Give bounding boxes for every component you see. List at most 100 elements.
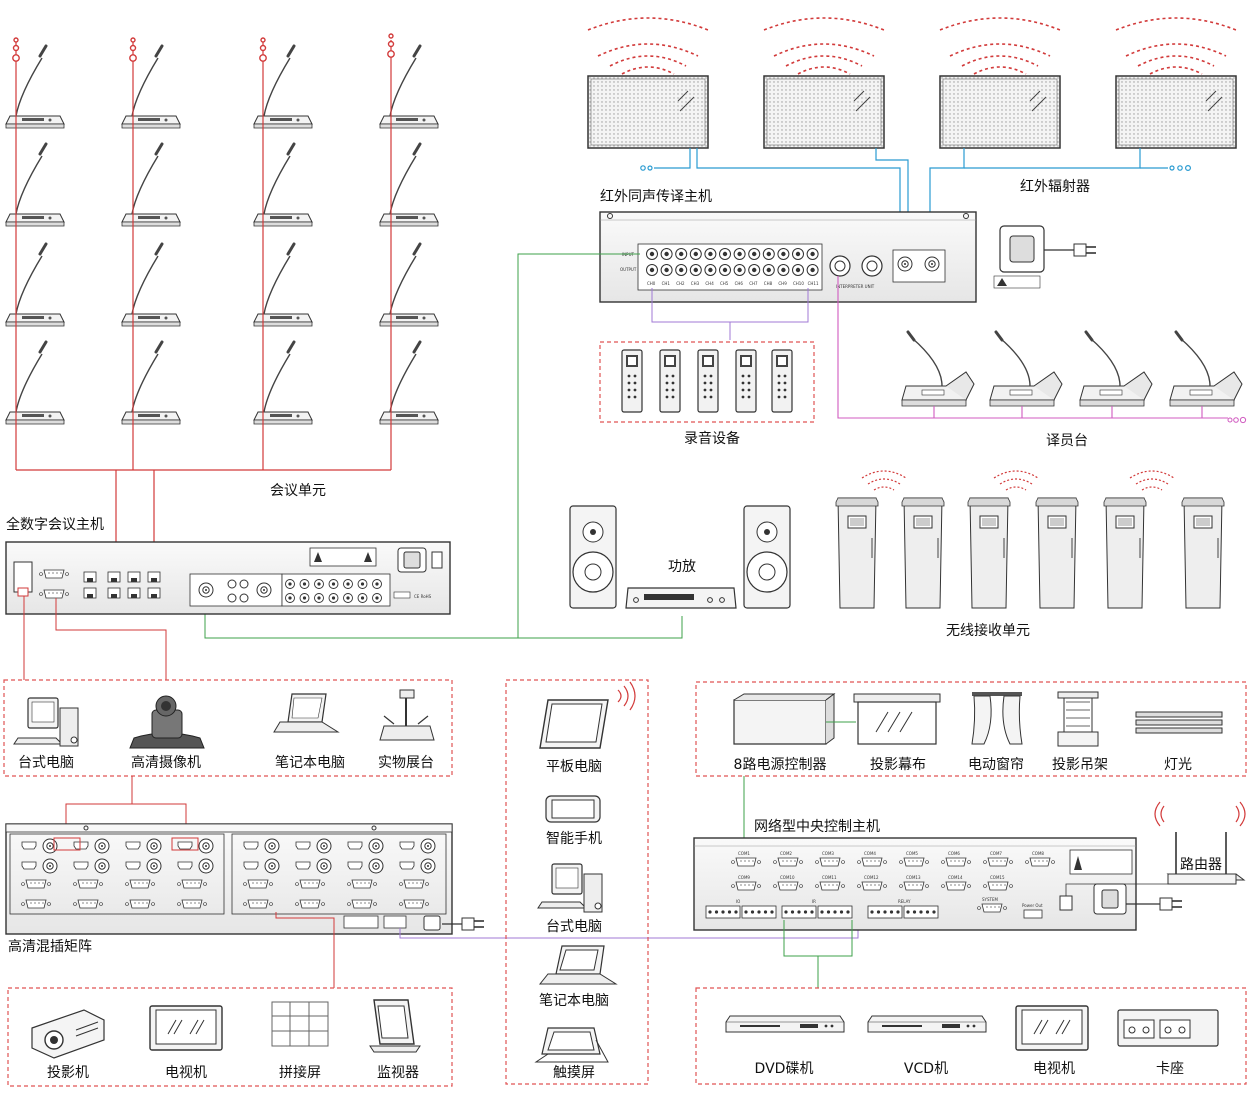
central-port-label: COM2 [780,851,792,856]
laptop-icon-2 [538,945,618,985]
ir-channel-label: CH10 [793,281,804,286]
tv-icon [149,1005,223,1051]
label-desktop-pc-2: 台式电脑 [546,919,602,935]
ir-channel-label: CH7 [749,281,758,286]
conference-unit [378,242,440,328]
central-port-label: COM12 [864,875,879,880]
central-port-label: COM15 [990,875,1005,880]
central-port-label: COM3 [822,851,834,856]
wireless-receivers [835,470,1225,609]
label-desktop-pc: 台式电脑 [18,755,74,771]
label-hd-camera: 高清摄像机 [131,755,201,771]
conference-unit [4,242,66,328]
central-port-label: COM5 [906,851,918,856]
label-ir-radiator: 红外辐射器 [1020,179,1090,195]
ir-channel-label: CH4 [705,281,714,286]
label-digital-host: 全数字会议主机 [6,517,104,533]
laptop-icon [273,693,340,733]
terminal-label: RELAY [898,899,911,904]
label-smartphone: 智能手机 [546,831,602,847]
label-hd-matrix: 高清混插矩阵 [8,939,92,955]
conference-unit [378,44,440,130]
central-port-label: COM9 [738,875,750,880]
label-interpreter-desk: 译员台 [1046,433,1088,449]
smartphone-icon [545,795,601,823]
router-icon [1154,801,1246,885]
label-splice: 拼接屏 [279,1065,321,1081]
projector-lift-icon [1057,691,1099,747]
label-ir-host: 红外同声传译主机 [600,189,712,205]
power-out-label: Power Out [1022,903,1043,908]
ir-channel-label: CH1 [662,281,671,286]
conference-unit [4,142,66,228]
av-sources-box [695,987,1247,1085]
central-port-label: COM1 [738,851,750,856]
label-laptop: 笔记本电脑 [275,755,345,771]
projection-screen-icon [853,693,941,745]
ir-output-text: OUTPUT [620,267,637,272]
conference-unit-grid [4,44,440,426]
ir-channel-label: CH6 [735,281,744,286]
label-conference-unit: 会议单元 [270,483,326,499]
interpreter-unit-text: INTERPRETER UNIT [836,284,875,289]
label-laptop-2: 笔记本电脑 [539,993,609,1009]
ir-channel-label: CH3 [691,281,700,286]
central-port-label: COM8 [1032,851,1044,856]
central-port-label: COM10 [780,875,795,880]
ir-channel-label: CH5 [720,281,729,286]
terminal-label: IO [736,899,740,904]
central-port-label: COM4 [864,851,876,856]
central-port-label: COM13 [906,875,921,880]
ir-radiator-3 [939,21,1061,149]
ir-radiator-2 [763,21,885,149]
ir-channel-label: CH9 [778,281,787,286]
projector-icon [31,1009,105,1059]
conference-unit [378,142,440,228]
system-label: SYSTEM [982,897,998,902]
label-proj-screen: 投影幕布 [870,757,926,773]
central-port-label: COM11 [822,875,837,880]
mobile-devices-box [505,679,649,1085]
label-touchscreen: 触摸屏 [553,1065,595,1081]
monitor-icon [369,999,421,1053]
label-vcd: VCD机 [903,1061,949,1077]
vcd-player-icon [867,1015,987,1033]
tv-icon-2 [1015,1005,1089,1051]
conference-unit [120,142,182,228]
input-devices-box [3,679,453,777]
touchscreen-icon [534,1027,609,1063]
label-amplifier: 功放 [668,559,696,575]
display-devices-box [7,987,453,1087]
curtain-icon [971,692,1023,745]
ir-radiator-4 [1115,21,1237,149]
speaker-right [743,505,791,609]
terminal-label: IR [812,899,816,904]
recording-devices [599,341,815,423]
central-port-label: COM7 [990,851,1002,856]
tablet-icon [539,681,636,749]
hd-matrix [5,823,859,988]
label-tv: 电视机 [165,1065,207,1081]
splice-screen-icon [271,1001,329,1047]
label-dvd: DVD碟机 [754,1061,814,1077]
conference-unit [4,340,66,426]
label-router: 路由器 [1180,857,1222,873]
ir-channel-label: CH8 [764,281,773,286]
cassette-deck-icon [1117,1009,1219,1047]
desktop-pc-icon-2 [537,863,603,913]
label-monitor: 监视器 [377,1065,419,1081]
ce-mark-text: CE RoHS [414,594,432,599]
digital-conference-host: CE RoHS [5,541,451,615]
conference-unit [378,340,440,426]
visualizer-icon [379,689,435,741]
audio-amp [204,253,791,639]
speaker-left [569,505,617,609]
lights-icon [1135,711,1223,734]
central-port-label: COM6 [948,851,960,856]
conference-unit [120,340,182,426]
ir-radiator-1 [587,21,709,149]
ir-channel-label: CH11 [808,281,819,286]
label-tv-2: 电视机 [1033,1061,1075,1077]
label-cassette: 卡座 [1156,1061,1184,1077]
label-visualizer: 实物展台 [378,755,434,771]
